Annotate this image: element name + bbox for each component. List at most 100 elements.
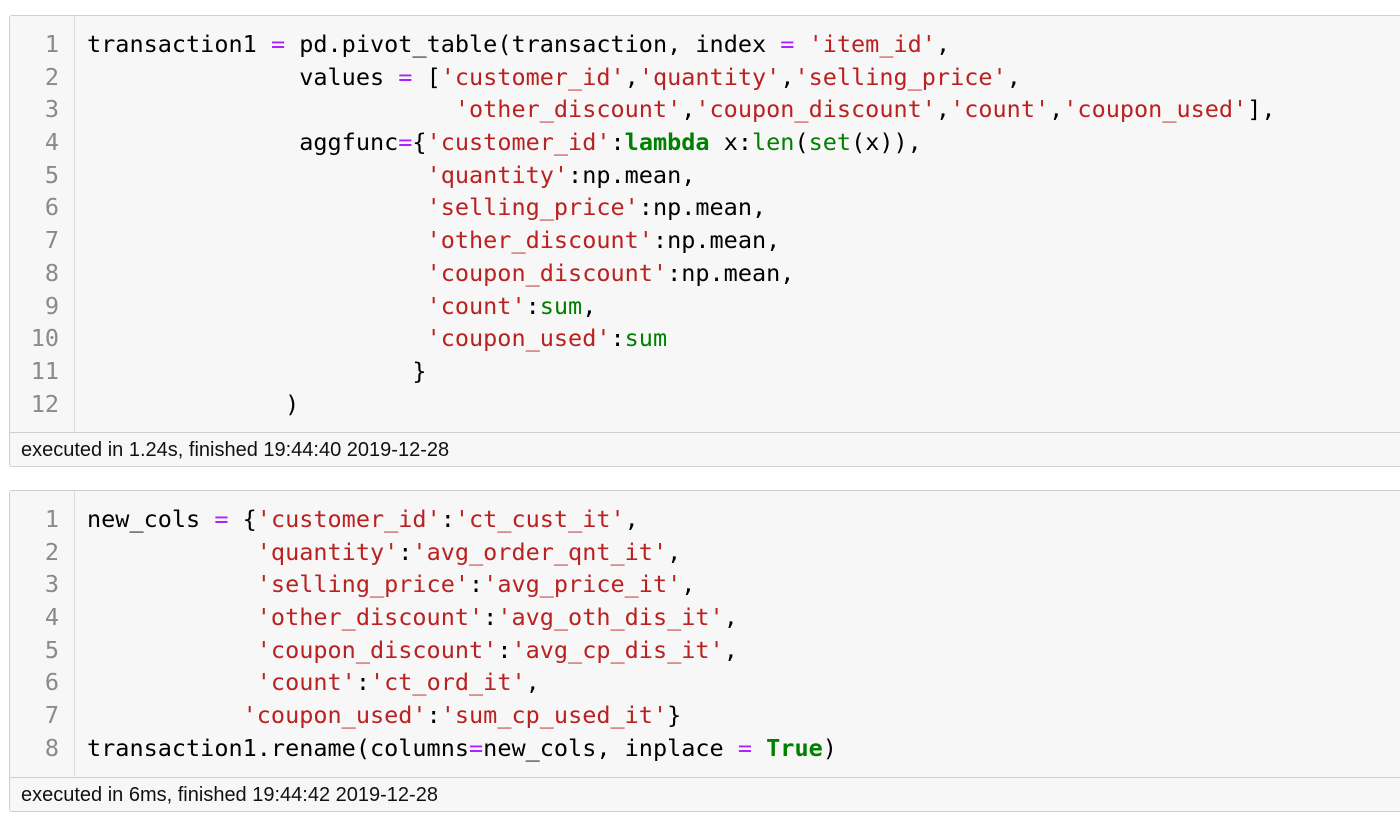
code-line: 'count':sum, <box>87 290 1400 323</box>
code-token <box>87 259 427 287</box>
code-token: = <box>469 733 484 762</box>
code-line: 'coupon_used':'sum_cp_used_it'} <box>87 699 1400 732</box>
code-token: , <box>582 291 597 320</box>
code-token: 'sum_cp_used_it' <box>440 701 668 730</box>
code-token: = <box>737 733 752 762</box>
line-number: 1 <box>44 505 59 533</box>
code-token: 'quantity' <box>638 62 781 91</box>
code-line: 'count':'ct_ord_it', <box>87 666 1400 699</box>
code-line: transaction1 = pd.pivot_table(transactio… <box>87 28 1400 61</box>
code-token: = <box>270 30 286 58</box>
code-token: transaction1 <box>87 30 271 58</box>
code-token: 'coupon_used' <box>242 701 427 730</box>
line-number: 2 <box>44 62 59 91</box>
code-token: 'other_discount' <box>454 95 682 124</box>
code-token: : <box>497 635 512 664</box>
line-number: 3 <box>44 570 59 599</box>
code-token <box>87 668 257 696</box>
code-token: 'ct_cust_it' <box>454 505 625 533</box>
code-token: set <box>808 128 852 157</box>
code-line: transaction1.rename(columns=new_cols, in… <box>87 732 1400 765</box>
code-token: : <box>610 128 625 157</box>
code-token: : <box>483 603 498 632</box>
code-token <box>752 734 766 762</box>
execution-time-label: executed in 6ms, finished 19:44:42 2019-… <box>10 777 1400 811</box>
code-token <box>87 193 427 221</box>
code-token: , <box>780 62 795 91</box>
code-token: : <box>469 570 484 599</box>
code-token: : <box>355 668 370 697</box>
code-input[interactable]: transaction1 = pd.pivot_table(transactio… <box>75 16 1400 432</box>
code-token: 'customer_id' <box>256 505 441 533</box>
code-token: , <box>935 30 951 58</box>
code-token: = <box>780 30 795 58</box>
code-line: 'coupon_discount':'avg_cp_dis_it', <box>87 634 1400 667</box>
code-token: [ <box>412 62 441 91</box>
code-token: 'other_discount' <box>256 603 484 632</box>
code-token: 'count' <box>256 668 356 697</box>
code-token: } <box>667 701 682 730</box>
code-token: aggfunc <box>87 128 399 157</box>
code-token: 'quantity' <box>256 537 399 566</box>
code-token <box>87 636 257 664</box>
line-number: 4 <box>44 603 59 632</box>
code-token: 'avg_order_qnt_it' <box>412 537 668 566</box>
code-token: , <box>624 62 639 91</box>
code-token: 'coupon_discount' <box>256 635 498 664</box>
code-line: 'other_discount':np.mean, <box>87 224 1400 257</box>
code-token: 'item_id' <box>808 30 936 58</box>
code-token: , <box>723 635 738 664</box>
code-token <box>87 570 257 598</box>
code-token: { <box>412 128 427 157</box>
line-number: 8 <box>44 258 59 287</box>
code-token: 'customer_id' <box>440 62 625 91</box>
code-token: new_cols, inplace <box>483 733 738 762</box>
line-number: 6 <box>44 668 59 697</box>
code-line: new_cols = {'customer_id':'ct_cust_it', <box>87 503 1400 536</box>
code-token: = <box>398 128 413 157</box>
code-token: :np.mean, <box>652 226 781 255</box>
code-line: ) <box>87 388 1400 421</box>
code-token <box>87 324 427 352</box>
code-line: 'quantity':np.mean, <box>87 159 1400 192</box>
line-number: 5 <box>44 635 59 664</box>
code-line: 'quantity':'avg_order_qnt_it', <box>87 536 1400 569</box>
line-number: 10 <box>30 324 59 353</box>
code-token: len <box>752 128 795 157</box>
code-token: :np.mean, <box>568 160 696 189</box>
code-token: = <box>398 62 413 91</box>
code-token: sum <box>624 324 668 353</box>
code-token: 'avg_oth_dis_it' <box>497 603 724 632</box>
line-number: 7 <box>44 701 59 730</box>
code-token <box>87 161 427 189</box>
code-token: 'coupon_discount' <box>426 258 668 287</box>
code-token: , <box>1006 62 1021 91</box>
execution-time-label: executed in 1.24s, finished 19:44:40 201… <box>10 432 1400 466</box>
code-token: : <box>398 537 413 566</box>
code-token: True <box>766 733 823 762</box>
code-line: 'coupon_discount':np.mean, <box>87 257 1400 290</box>
line-number: 12 <box>30 389 59 418</box>
code-input[interactable]: new_cols = {'customer_id':'ct_cust_it', … <box>75 491 1400 777</box>
code-token: , <box>1049 95 1064 124</box>
code-token: 'other_discount' <box>426 226 653 255</box>
code-token: 'customer_id' <box>426 128 611 157</box>
line-number: 3 <box>44 95 59 124</box>
line-number: 8 <box>44 733 59 762</box>
code-token <box>87 226 427 254</box>
code-token <box>87 95 455 123</box>
code-token: 'count' <box>426 291 526 320</box>
code-token: values <box>87 62 399 91</box>
code-token: new_cols <box>87 505 215 533</box>
code-token: } <box>87 356 427 385</box>
line-number: 1 <box>44 30 59 58</box>
line-number: 9 <box>44 291 59 320</box>
code-token: :np.mean, <box>638 193 767 222</box>
code-token: = <box>214 505 229 533</box>
